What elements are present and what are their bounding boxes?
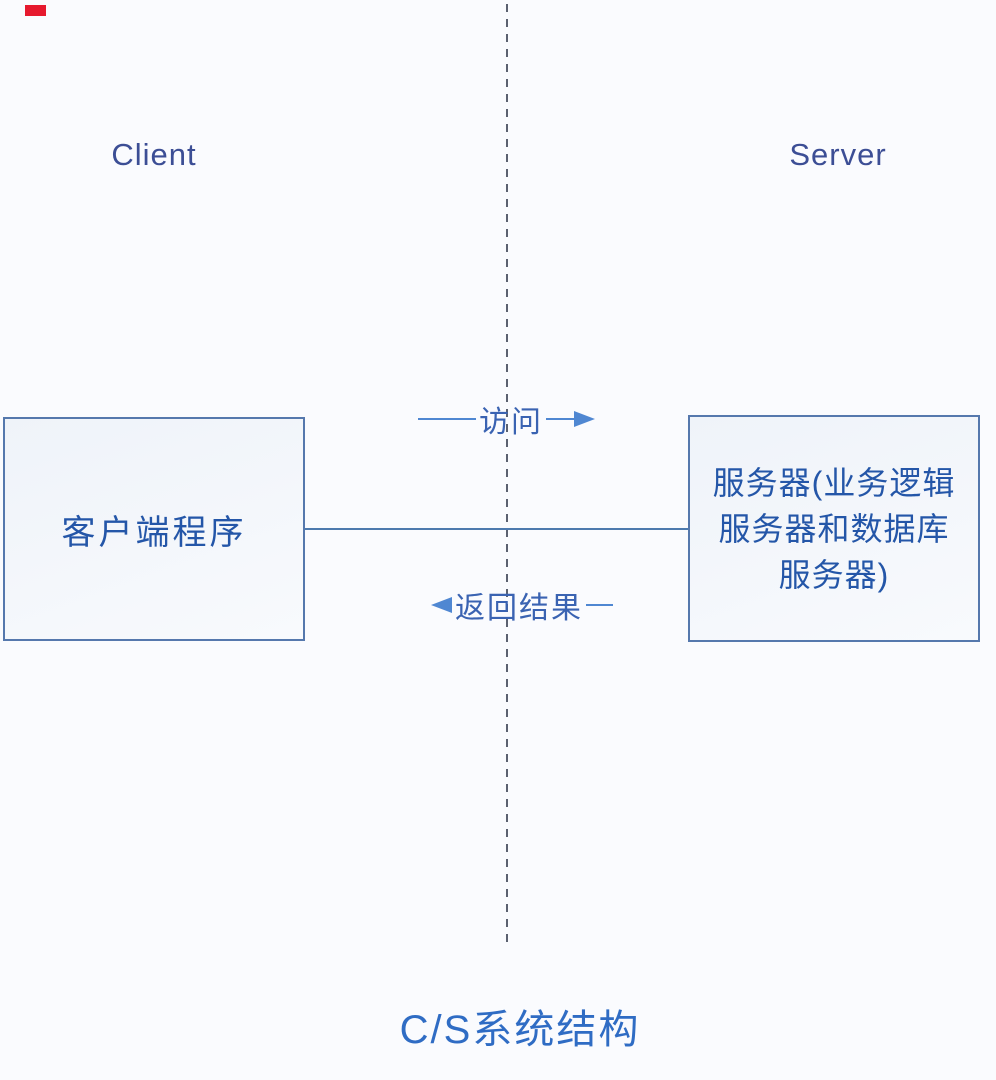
response-arrow-label: 返回结果 (455, 592, 583, 625)
connector-line (304, 528, 689, 530)
request-arrow-label: 访问 (479, 406, 543, 439)
server-box-label-line3: 服务器) (778, 556, 890, 593)
response-arrow-line-right (586, 604, 613, 606)
request-arrow: 访问 (418, 402, 595, 439)
response-arrow: 返回结果 (431, 588, 613, 625)
server-box-label-line1: 服务器(业务逻辑 (712, 464, 956, 501)
diagram-title: C/S系统结构 (399, 1008, 641, 1052)
client-program-box-label: 客户端程序 (61, 513, 247, 552)
server-box-label-line2: 服务器和数据库 (718, 510, 950, 547)
server-box-label: 服务器(业务逻辑 服务器和数据库 服务器) (713, 460, 956, 598)
server-box: 服务器(业务逻辑 服务器和数据库 服务器) (688, 415, 980, 642)
client-server-divider-line (506, 4, 508, 947)
client-program-box: 客户端程序 (3, 417, 305, 641)
red-watermark (25, 5, 46, 16)
request-arrow-line-right (546, 418, 574, 420)
request-arrow-line-left (418, 418, 476, 420)
arrowhead-right-icon (574, 411, 595, 427)
arrowhead-left-icon (431, 597, 452, 613)
client-zone-label: Client (111, 137, 197, 172)
server-zone-label: Server (789, 137, 887, 172)
